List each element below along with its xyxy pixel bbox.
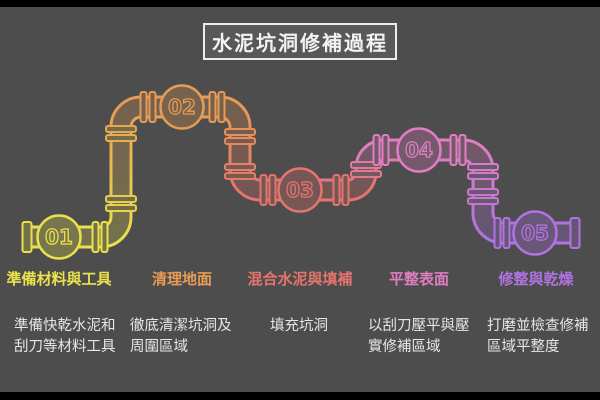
pipe-flanges-stage5 — [493, 217, 581, 249]
title-box: 水泥坑洞修補過程 — [203, 23, 397, 60]
step-node-2: 02 — [159, 84, 205, 130]
letterbox-bottom — [0, 392, 600, 400]
pipe-end-cap-right — [569, 217, 581, 249]
step-number-1: 01 — [45, 225, 73, 249]
step-description-1: 準備快乾水泥和刮刀等材料工具 — [14, 318, 116, 355]
step-node-5: 05 — [512, 210, 558, 256]
step-circle-2 — [159, 84, 205, 130]
pipe-flanges-stage3 — [259, 174, 350, 206]
step-label-1: 準備材料與工具 — [6, 271, 112, 288]
pipe-flanges-stage4 — [372, 134, 467, 166]
step-label-3: 混合水泥與填補 — [247, 271, 353, 288]
step-description-2: 徹底清潔坑洞及周圍區域 — [130, 318, 232, 355]
step-circle-1 — [36, 214, 82, 260]
pipe-flanges-stage2 — [139, 91, 226, 123]
step-label-5: 修整與乾燥 — [498, 271, 574, 288]
step-label-4: 平整表面 — [388, 271, 450, 288]
step-description-3: 填充坑洞 — [270, 318, 328, 334]
page-title: 水泥坑洞修補過程 — [212, 33, 388, 55]
step-circle-3 — [277, 167, 323, 213]
step-node-3: 03 — [277, 167, 323, 213]
step-node-1: 01 — [36, 214, 82, 260]
step-circle-4 — [396, 127, 442, 173]
pipe-end-cap-left — [21, 221, 33, 253]
step-description-5: 打磨並檢查修補區域平整度 — [487, 318, 589, 355]
step-number-4: 04 — [405, 138, 433, 162]
pipe-collars-riser4 — [467, 163, 499, 205]
pipe-collars-riser2 — [224, 128, 256, 180]
pipe-flanges-stage1 — [21, 221, 109, 253]
step-label-2: 清理地面 — [151, 271, 213, 288]
step-number-3: 03 — [286, 178, 314, 202]
pipe-collars-riser1 — [105, 125, 137, 212]
step-node-4: 04 — [396, 127, 442, 173]
step-description-4: 以刮刀壓平與壓實修補區域 — [368, 318, 470, 355]
step-circle-5 — [512, 210, 558, 256]
step-number-5: 05 — [521, 221, 549, 245]
letterbox-top — [0, 0, 600, 7]
step-number-2: 02 — [168, 95, 196, 119]
